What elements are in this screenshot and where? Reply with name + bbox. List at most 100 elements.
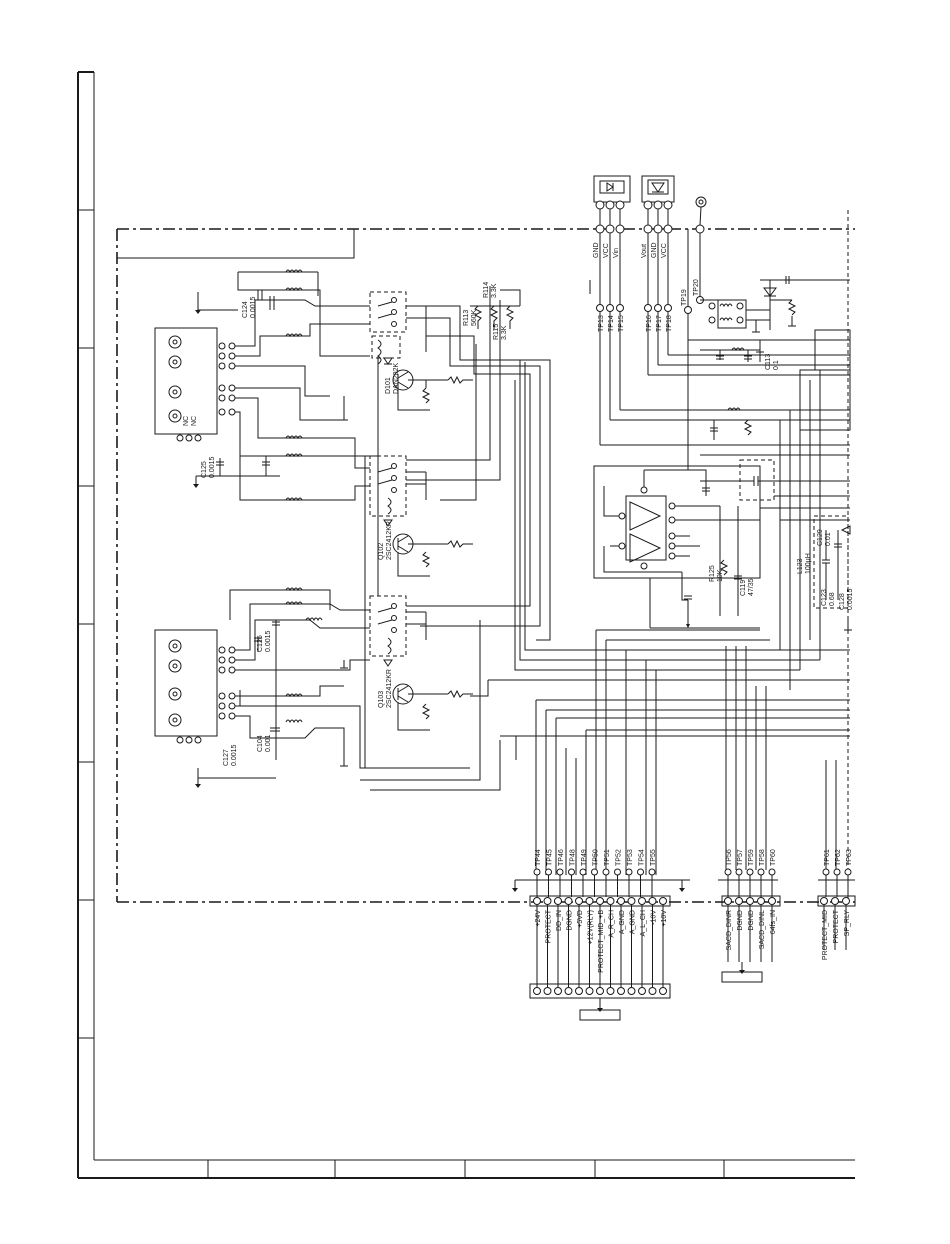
connector-a-pin (627, 897, 636, 905)
connector-a-testpoint (579, 868, 587, 876)
nc-label-1: NC (183, 416, 190, 426)
connector-a-signal-label: +12V(RLY) (588, 910, 595, 944)
tp18-label: TP18 (666, 315, 673, 332)
c128-value: 0.0015 (847, 588, 854, 610)
signal-buses (360, 280, 850, 875)
connector-c-testpoint-label: TP63 (846, 849, 853, 866)
connector-b-pin (735, 897, 743, 905)
top-testpoints (596, 296, 704, 314)
q102-part: 2SC2412KR (386, 521, 393, 560)
connector-b-signal-label: SACD_DINL (759, 910, 766, 949)
c119-label: C119 (740, 580, 747, 596)
c124-value: 0.0015 (250, 296, 257, 318)
connector-a-signal-label: PROTECT (546, 909, 553, 943)
connector-c-testpoint-label: TP61 (824, 849, 831, 866)
connector-c-pin (820, 897, 828, 905)
connector-a-testpoint (648, 868, 656, 876)
c128-label: C128 (839, 593, 846, 610)
r125-label: R125 (709, 565, 716, 582)
connector-a-testpoint-label: TP49 (581, 849, 588, 866)
connector-a-testpoint (637, 868, 644, 876)
c126-label: C126 (257, 635, 264, 652)
drawing-frame (77, 71, 855, 1179)
connector-c-testpoint (844, 868, 852, 876)
connector-a-signal-label: A_GND (630, 910, 637, 934)
tp15-label: TP15 (618, 315, 625, 332)
connector-a-testpoint (533, 868, 541, 876)
r114-label: R114 (483, 282, 490, 298)
connector-a-pin (543, 897, 552, 905)
connector-b-testpoint-label: TP59 (748, 849, 755, 866)
connector-a-pin (575, 897, 583, 905)
connector-b-pin (746, 897, 754, 905)
connector-a-testpoint-label: TP51 (604, 849, 611, 866)
tp20-label: TP20 (693, 279, 700, 296)
c125-value: 0.0015 (209, 456, 216, 478)
connector-a-testpoint-label: TP55 (650, 849, 657, 866)
relay-block-1 (369, 291, 473, 411)
connector-a-testpoint-label: TP45 (547, 849, 554, 866)
connector-a-signal-label: A_L_CH (640, 910, 647, 936)
connector-a-lower-pin (596, 987, 604, 995)
connector-a-lower-pin (638, 987, 646, 995)
connector-c-testpoint (822, 868, 830, 876)
connector-a-pin (659, 897, 667, 905)
c113-label: C113 (765, 354, 772, 370)
c129-value: 0.01 (825, 532, 832, 546)
relay-block-3 (369, 595, 473, 731)
connector-b-testpoint (735, 868, 743, 876)
connector-a-testpoint (625, 868, 633, 876)
connector-c-signal-label: SP_RLY (844, 910, 851, 937)
module-1 (593, 175, 631, 445)
connector-a-testpoint-label: TP50 (593, 849, 600, 866)
connector-a-pin (585, 897, 594, 905)
module2-pin-vcc: VCC (661, 243, 668, 258)
connector-a-testpoint (591, 868, 598, 876)
connector-a-lower-pin (648, 987, 657, 995)
connector-b-testpoint (724, 868, 732, 876)
nc-label-2: NC (191, 416, 198, 426)
connector-a-pin (533, 897, 541, 905)
connector-c-pins: PROTECT_MID PROTECT SP_RLY TP61 TP62 TP63 (820, 849, 853, 960)
connector-a-lower-pin (575, 987, 583, 995)
connector-b-testpoint-label: TP56 (726, 849, 733, 866)
opamp-block (593, 459, 850, 629)
c104-value: 0.001 (265, 734, 272, 752)
c127-label: C127 (223, 749, 230, 766)
connector-c-testpoint (833, 868, 841, 876)
connector-a-testpoint-label: TP53 (627, 849, 634, 866)
input-jack-block-lower (154, 587, 470, 788)
connector-a-testpoint (545, 868, 552, 876)
connector-a-testpoint-label: TP52 (616, 849, 623, 866)
tp13-label: TP13 (598, 315, 605, 332)
connector-c-testpoint-label: TP62 (835, 849, 842, 866)
connector-a-signal-label: +10V (661, 910, 668, 927)
connector-a-signal-label: DGND (567, 910, 574, 931)
module1-pin-vcc: VCC (603, 243, 610, 258)
r113-value: 560K (471, 309, 478, 326)
connector-b-pin (724, 897, 732, 905)
l123-label: L123 (797, 558, 804, 574)
connector-b-signal-label: 64fs_IN (770, 910, 777, 934)
connector-a-signal-label: +24V (535, 910, 542, 927)
connector-c-pin (842, 897, 850, 905)
connector-a-lower-pin (585, 987, 594, 995)
connector-a-pin (638, 897, 646, 905)
connector-a-lower-pin (543, 987, 552, 995)
connector-b-signal-label: DGND (737, 910, 744, 931)
module-2 (641, 175, 707, 470)
c104-label: C104 (257, 735, 264, 752)
d101-part: DAN202K (393, 363, 400, 394)
c124-label: C124 (242, 301, 249, 318)
connector-a-signal-label: A_R_CH (609, 910, 616, 938)
connector-c-signal-label: PROTECT (833, 909, 840, 943)
connector-b-signal-label: SACD_DINR (726, 910, 733, 950)
c123-value: 0.68 (829, 592, 836, 606)
r115-value: 3.3K (501, 325, 508, 340)
c123-label: C123 (821, 589, 828, 606)
connector-c-signal-label: PROTECT_MID (822, 910, 829, 960)
connector-a-lower-pin (533, 987, 541, 995)
connector-a-testpoint-label: TP44 (535, 849, 542, 866)
